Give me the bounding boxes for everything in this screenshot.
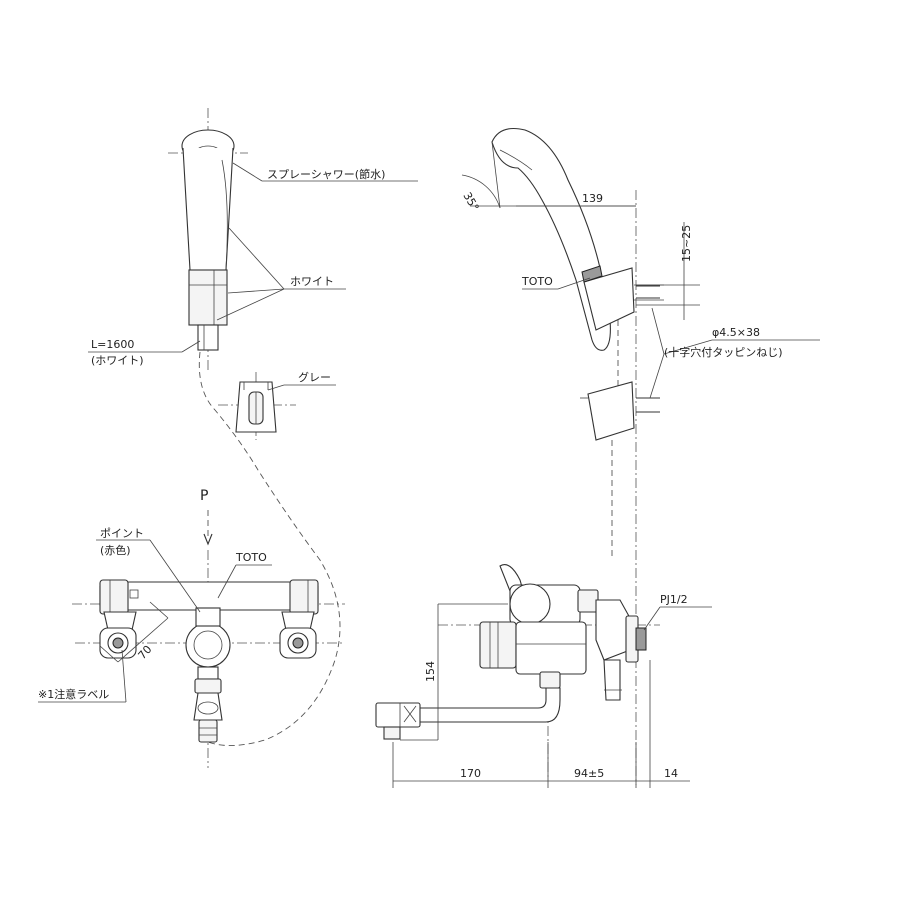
- toto-front-callout: TOTO: [217, 551, 272, 599]
- spray-shower-callout: スプレーシャワー(節水): [232, 162, 418, 182]
- faucet-side-view: 154 170 94±5 14: [375, 564, 690, 788]
- hose-callout: L=1600 (ホワイト): [88, 338, 201, 367]
- spout-dimension: 170: [460, 767, 481, 780]
- white-label: ホワイト: [290, 275, 334, 288]
- caution-label-callout: ※1注意ラベル: [38, 649, 127, 703]
- toto-side-label: TOTO: [521, 275, 553, 288]
- angle-dimension: 35°: [460, 190, 481, 213]
- holder-projection-dimension: 139: [582, 192, 603, 205]
- white-callout: ホワイト: [216, 227, 346, 321]
- shower-side-view: 35° 139 15~25: [460, 127, 700, 785]
- faucet-front-view: P: [72, 488, 345, 768]
- body-depth-dimension: 94±5: [574, 767, 604, 780]
- shower-holder-front-view: グレー: [218, 370, 336, 440]
- pipe-joint-callout: PJ1/2: [643, 593, 712, 631]
- holder-range-dimension: 15~25: [680, 225, 693, 262]
- shower-head-front-view: [168, 108, 341, 746]
- caution-label: ※1注意ラベル: [38, 687, 109, 701]
- screw-type-label: (十字穴付タッピンねじ): [664, 345, 783, 359]
- point-label: ポイント: [100, 527, 144, 540]
- hose-length-label: L=1600: [91, 338, 134, 351]
- screw-size-label: φ4.5×38: [712, 326, 760, 339]
- hose-color-label: (ホワイト): [91, 354, 144, 367]
- wall-dimension: 14: [664, 767, 678, 780]
- toto-side-callout: TOTO: [521, 275, 591, 290]
- toto-front-label: TOTO: [235, 551, 267, 564]
- spray-shower-label: スプレーシャワー(節水): [267, 167, 385, 181]
- pressure-label: P: [200, 488, 208, 504]
- gray-label: グレー: [298, 370, 331, 384]
- point-callout: ポイント (赤色): [96, 527, 201, 613]
- screw-callout: φ4.5×38 (十字穴付タッピンねじ): [649, 307, 820, 399]
- pipe-joint-label: PJ1/2: [660, 593, 688, 606]
- eccentric-dimension: 70: [136, 643, 155, 662]
- point-color-label: (赤色): [100, 543, 131, 557]
- height-dimension: 154: [424, 661, 437, 682]
